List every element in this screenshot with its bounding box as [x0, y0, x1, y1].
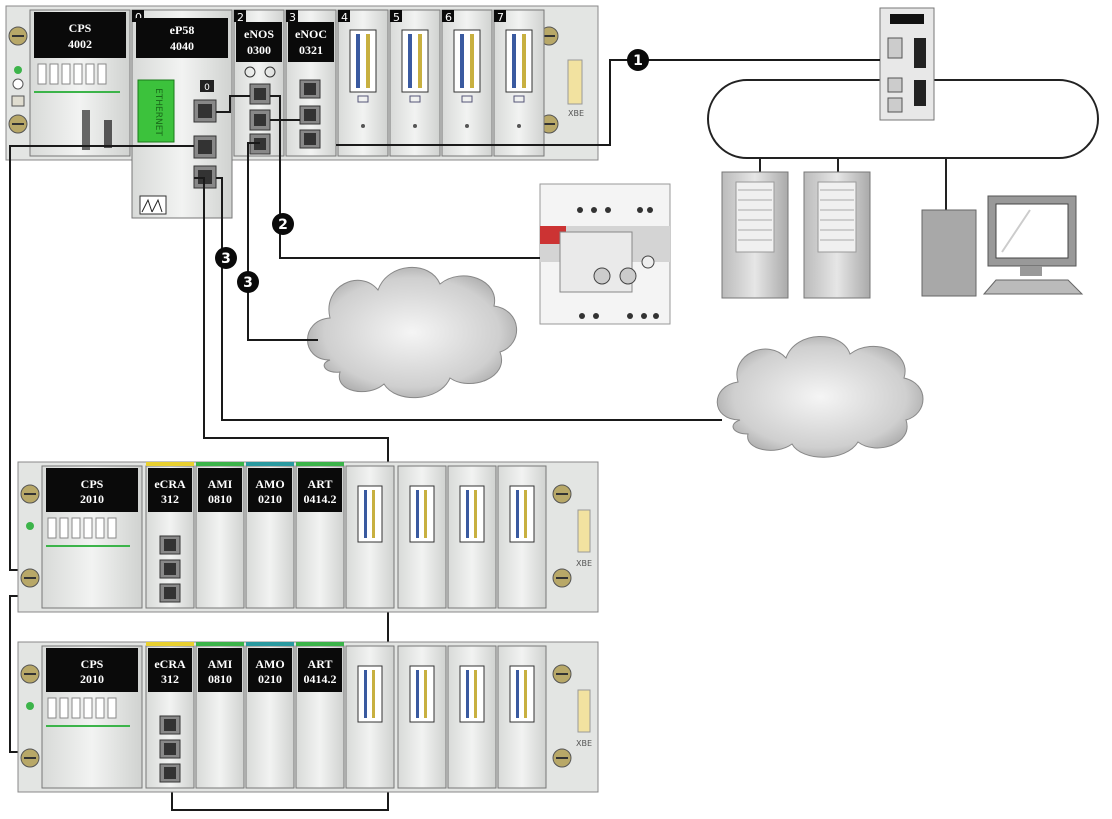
xbe-label: XBE	[576, 559, 592, 568]
module-name: CPS	[81, 657, 104, 671]
callout-3b: 3	[237, 271, 259, 293]
slot-number: 7	[497, 11, 504, 24]
power-supply-module: CPS 4002	[11, 9, 131, 157]
module-ref: 0810	[208, 672, 232, 686]
ethernet-port-icon	[159, 715, 181, 783]
module-name: AMI	[208, 657, 233, 671]
module-name: ART	[308, 657, 333, 671]
xbe-extender: XBE	[567, 59, 584, 118]
module-ref: 2010	[80, 672, 104, 686]
switch-icon	[879, 7, 935, 121]
module-ref: 0414.2	[304, 492, 337, 506]
cpu-brand: ETHERNET	[153, 88, 163, 136]
slot-number: 0	[135, 11, 142, 24]
screw-icon	[20, 484, 572, 588]
screw-icon	[20, 664, 572, 768]
module-name: eCRA	[154, 477, 186, 491]
enoc-module: 3 eNOC 0321	[285, 9, 337, 157]
slot-number: 3	[289, 11, 296, 24]
workstation-icon	[921, 195, 1084, 297]
callout-number: 3	[221, 251, 231, 267]
callout-number: 1	[633, 53, 643, 69]
port-label: 0	[204, 83, 210, 93]
local-rack: CPS 4002 0 eP58 4040 ETHERNET 0	[5, 5, 599, 219]
module-name: eNOS	[244, 27, 274, 41]
module-ref: 2010	[80, 492, 104, 506]
module-name: CPS	[69, 21, 92, 35]
module-name: eP58	[170, 23, 195, 37]
module-ref: 312	[161, 672, 179, 686]
xbe-label: XBE	[576, 739, 592, 748]
status-led-icon	[26, 522, 34, 530]
power-meter-device	[539, 183, 671, 325]
module-ref: 0300	[247, 43, 271, 57]
module-ref: 0810	[208, 492, 232, 506]
server-icon	[721, 171, 789, 299]
ground-icon	[12, 78, 24, 90]
module-ref: 0321	[299, 43, 323, 57]
status-led-icon	[14, 66, 22, 74]
cpu-display	[137, 79, 175, 143]
slot-number: 2	[237, 11, 244, 24]
module-name: ART	[308, 477, 333, 491]
callout-3: 3	[215, 247, 237, 269]
module-name: CPS	[81, 477, 104, 491]
io-module: 7	[493, 9, 545, 157]
module-name: AMO	[255, 657, 284, 671]
rotary-switch-icon	[264, 66, 276, 78]
module-ref: 0210	[258, 492, 282, 506]
remote-drop-1: CPS 2010 eCRA 312 AMI 0810 AMO 0210 ART …	[17, 461, 599, 613]
cloud-icon	[716, 336, 924, 458]
callout-number: 2	[278, 217, 288, 233]
ethernet-port-icon	[159, 535, 181, 603]
module-ref: 0414.2	[304, 672, 337, 686]
slot-number: 4	[341, 11, 348, 24]
cpu-module: 0 eP58 4040 ETHERNET 0	[131, 9, 233, 219]
usb-icon	[139, 195, 167, 215]
ethernet-port-icon	[193, 99, 217, 189]
fuse-icon	[11, 95, 25, 107]
server-icon	[803, 171, 871, 299]
cables	[9, 59, 880, 811]
remote-drop-2: CPS 2010 eCRA 312 AMI 0810 AMO 0210 ART …	[17, 641, 599, 793]
io-module: 5	[389, 9, 441, 157]
callout-1: 1	[627, 49, 649, 71]
module-name: eNOC	[295, 27, 327, 41]
io-module: 4	[337, 9, 389, 157]
xbe-label: XBE	[568, 109, 584, 118]
callout-2: 2	[272, 213, 294, 235]
slot-number: 5	[393, 11, 400, 24]
module-name: AMI	[208, 477, 233, 491]
ethernet-port-icon	[299, 79, 321, 149]
module-ref: 0210	[258, 672, 282, 686]
slot-number: 6	[445, 11, 452, 24]
control-network	[707, 7, 1099, 299]
enos-module: 2 eNOS 0300	[233, 9, 285, 157]
callout-number: 3	[243, 275, 253, 291]
module-name: eCRA	[154, 657, 186, 671]
module-ref: 4002	[68, 37, 92, 51]
rotary-switch-icon	[244, 66, 256, 78]
module-name: AMO	[255, 477, 284, 491]
module-ref: 4040	[170, 39, 194, 53]
io-module: 6	[441, 9, 493, 157]
status-led-icon	[26, 702, 34, 710]
module-ref: 312	[161, 492, 179, 506]
cloud-icon	[307, 267, 517, 398]
